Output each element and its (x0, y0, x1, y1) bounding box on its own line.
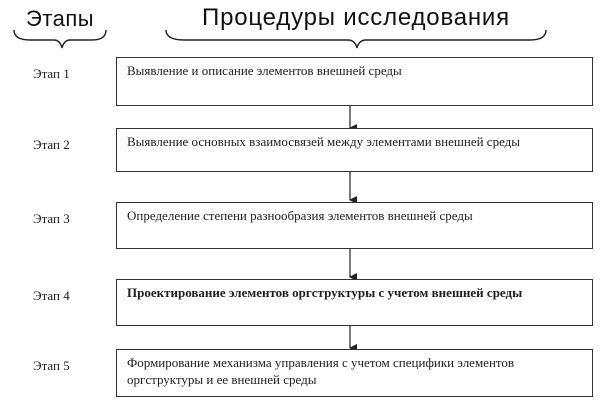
stage-label-4: Этап 4 (33, 288, 70, 303)
header-braces (13, 29, 547, 49)
step-text-2: Выявление основных взаимосвязей между эл… (127, 134, 521, 149)
stage-label-2: Этап 2 (33, 137, 70, 152)
procedures-title: Процедуры исследования (202, 4, 510, 31)
step-text-4: Проектирование элементов оргструктуры с … (127, 285, 523, 300)
stages-brace (13, 29, 107, 49)
step-box-4: Проектирование элементов оргструктуры с … (116, 279, 593, 326)
step-box-5: Формирование механизма управления с учет… (116, 349, 593, 397)
step-box-2: Выявление основных взаимосвязей между эл… (116, 128, 593, 172)
step-text-1: Выявление и описание элементов внешней с… (127, 63, 402, 78)
procedures-brace (165, 29, 547, 49)
step-text-3: Определение степени разнообразия элемент… (127, 208, 473, 223)
step-text-5: Формирование механизма управления с учет… (127, 355, 515, 387)
stage-label-3: Этап 3 (33, 211, 70, 226)
step-box-3: Определение степени разнообразия элемент… (116, 202, 593, 249)
stages-title: Этапы (25, 6, 95, 31)
stage-label-5: Этап 5 (33, 358, 70, 373)
stage-label-1: Этап 1 (33, 66, 70, 81)
step-box-1: Выявление и описание элементов внешней с… (116, 57, 593, 106)
